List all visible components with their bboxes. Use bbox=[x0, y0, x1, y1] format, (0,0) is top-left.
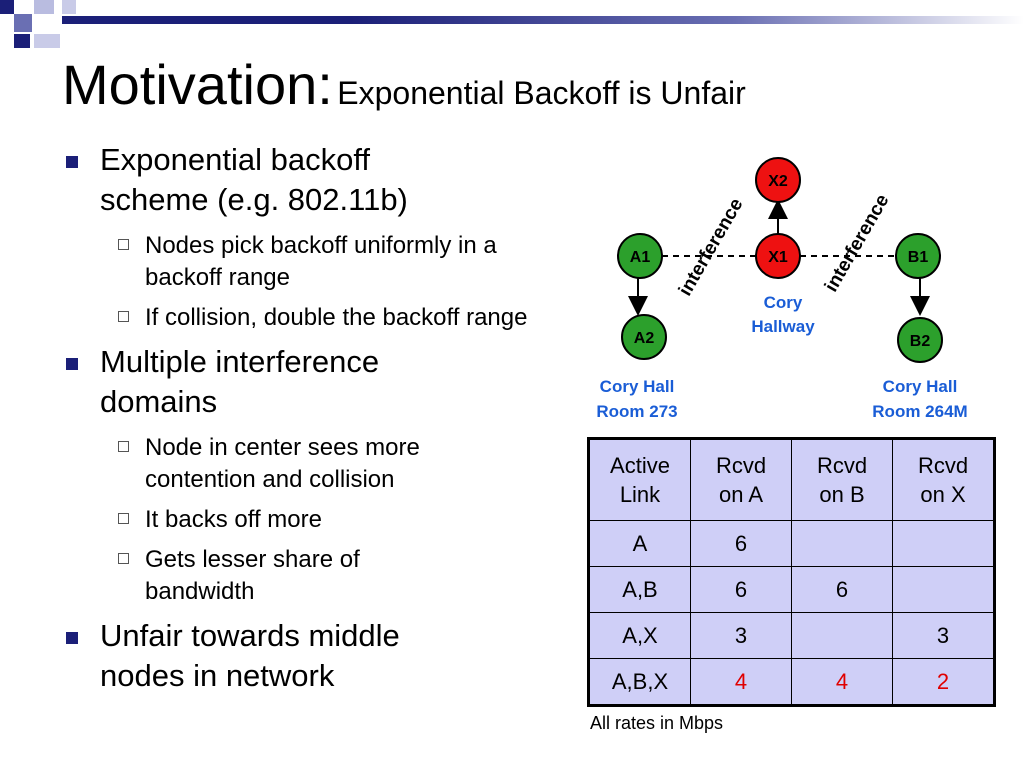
table-cell-highlight: 4 bbox=[791, 658, 893, 706]
corner-square bbox=[0, 0, 14, 14]
node-x2-label: X2 bbox=[768, 173, 788, 190]
table-cell bbox=[892, 520, 995, 567]
header-text: Rcvd bbox=[816, 453, 868, 478]
header-rcvd-b: Rcvd on B bbox=[791, 438, 893, 521]
table-cell-highlight: 4 bbox=[690, 658, 792, 706]
room-264m-label-line1: Cory Hall bbox=[883, 377, 958, 396]
header-text: Active bbox=[610, 453, 670, 478]
bullet-item: Exponential backoff scheme (e.g. 802.11b… bbox=[62, 140, 460, 220]
table-cell: 6 bbox=[791, 566, 893, 613]
node-b1 bbox=[895, 233, 941, 279]
interference-label-left: interference bbox=[675, 195, 748, 300]
corner-square bbox=[14, 34, 30, 48]
sub-bullet-item: If collision, double the backoff range bbox=[62, 302, 565, 334]
node-a2-label: A2 bbox=[634, 330, 655, 347]
bullet-item: Unfair towards middle nodes in network bbox=[62, 616, 480, 696]
title-main: Motivation: bbox=[62, 53, 333, 116]
corner-square bbox=[34, 34, 60, 48]
table-cell: 6 bbox=[690, 566, 792, 613]
table-row: A 6 bbox=[588, 520, 995, 567]
interference-label-right: interference bbox=[821, 191, 894, 296]
corner-square bbox=[62, 0, 76, 14]
room-264m-label-line2: Room 264M bbox=[872, 402, 967, 421]
table-cell: 3 bbox=[690, 612, 792, 659]
corner-square bbox=[34, 0, 54, 14]
header-text: Rcvd bbox=[917, 453, 969, 478]
header-rcvd-a: Rcvd on A bbox=[690, 438, 792, 521]
cory-hallway-label-line1: Cory bbox=[764, 293, 803, 312]
table-cell: A,B,X bbox=[588, 658, 691, 706]
corner-square bbox=[14, 14, 32, 32]
table-cell bbox=[892, 566, 995, 613]
header-text: Link bbox=[619, 482, 661, 507]
title-accent-bar bbox=[62, 16, 1024, 24]
table-row: A,B,X 4 4 2 bbox=[588, 658, 995, 706]
header-text: Rcvd bbox=[715, 453, 767, 478]
title-subtitle: Exponential Backoff is Unfair bbox=[337, 75, 746, 111]
bullet-item: Multiple interference domains bbox=[62, 342, 480, 422]
sub-bullet-item: Node in center sees more contention and … bbox=[62, 432, 525, 496]
node-b1-label: B1 bbox=[908, 249, 929, 266]
sub-bullet-item: It backs off more bbox=[62, 504, 582, 536]
table-cell: A,X bbox=[588, 612, 691, 659]
node-b2 bbox=[897, 317, 943, 363]
node-a1-label: A1 bbox=[630, 249, 651, 266]
node-x2 bbox=[755, 157, 801, 203]
node-b2-label: B2 bbox=[910, 333, 931, 350]
table-row: A,X 3 3 bbox=[588, 612, 995, 659]
header-text: on A bbox=[718, 482, 764, 507]
cory-hallway-label-line2: Hallway bbox=[751, 317, 815, 336]
table-cell: 3 bbox=[892, 612, 995, 659]
table-cell: 6 bbox=[690, 520, 792, 567]
node-a1 bbox=[617, 233, 663, 279]
room-273-label-line2: Room 273 bbox=[596, 402, 677, 421]
rates-note: All rates in Mbps bbox=[590, 713, 724, 733]
node-a2 bbox=[621, 314, 667, 360]
header-text: on X bbox=[920, 482, 966, 507]
bullet-list: Exponential backoff scheme (e.g. 802.11b… bbox=[62, 140, 582, 706]
node-x1-label: X1 bbox=[768, 249, 788, 266]
header-rcvd-x: Rcvd on X bbox=[892, 438, 995, 521]
table-cell bbox=[791, 612, 893, 659]
sub-bullet-item: Gets lesser share of bandwidth bbox=[62, 544, 445, 608]
room-273-label-line1: Cory Hall bbox=[600, 377, 675, 396]
table-cell-highlight: 2 bbox=[892, 658, 995, 706]
sub-bullet-item: Nodes pick backoff uniformly in a backof… bbox=[62, 230, 535, 294]
table-cell bbox=[791, 520, 893, 567]
table-cell: A,B bbox=[588, 566, 691, 613]
header-text: on B bbox=[819, 482, 865, 507]
slide-title: Motivation: Exponential Backoff is Unfai… bbox=[62, 52, 746, 117]
node-x1 bbox=[755, 233, 801, 279]
table-row: A,B 6 6 bbox=[588, 566, 995, 613]
table-cell: A bbox=[588, 520, 691, 567]
